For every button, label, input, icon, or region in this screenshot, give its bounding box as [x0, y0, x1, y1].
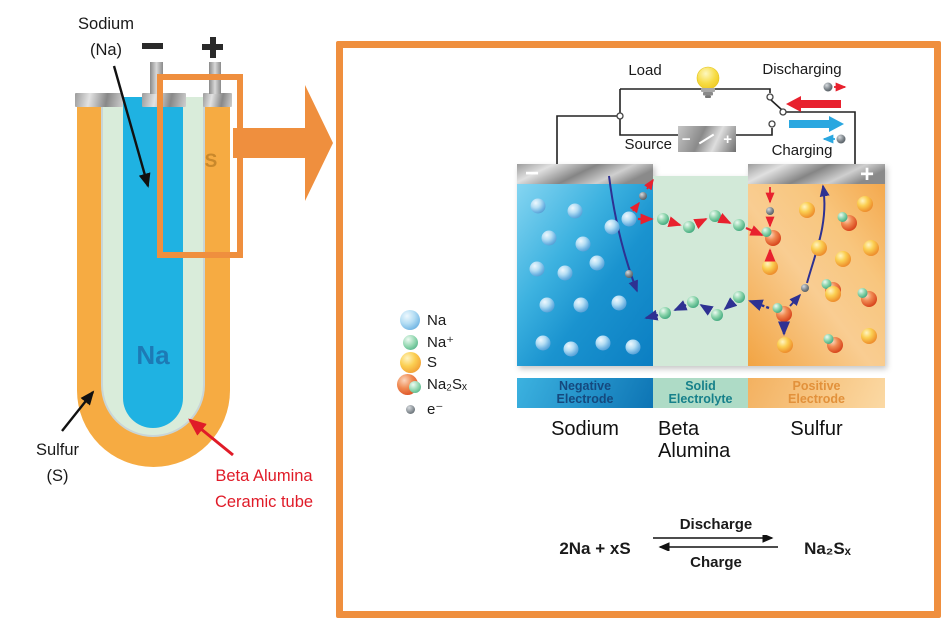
positive-electrode-cap: [748, 164, 885, 184]
charging-label: Charging: [771, 142, 833, 159]
negative-electrode-bar: Negative Electrode: [517, 378, 653, 408]
minus-terminal-icon: [142, 43, 163, 49]
sodium-callout-label: Sodium (Na): [78, 15, 134, 59]
na-ball-icon: [400, 310, 420, 330]
load-label: Load: [628, 62, 662, 79]
sulfur-callout-label: Sulfur (S): [35, 441, 80, 485]
tube-s-label: S: [204, 151, 218, 172]
tube-na-label: Na: [136, 340, 170, 370]
na-plus-ball-icon: [402, 334, 418, 350]
legend-item-s: S: [393, 351, 437, 373]
tube-cap-center: [142, 93, 186, 107]
equation-lhs: 2Na + xS: [559, 539, 631, 558]
solid-electrolyte-bar: Solid Electrolyte: [653, 378, 748, 408]
positive-electrode-bar: Positive Electrode: [748, 378, 885, 408]
battery-slash-icon: [699, 133, 715, 145]
positive-terminal-post: [209, 62, 221, 94]
cell-plus-sign: +: [860, 164, 874, 188]
legend-item-electron: e⁻: [393, 398, 443, 420]
electron-path-curves: [608, 175, 830, 293]
electron-ball-icon: [405, 404, 415, 414]
plus-terminal-icon-vbar: [210, 37, 216, 58]
cell-minus-sign: −: [525, 164, 539, 187]
s-ball-icon: [399, 351, 421, 373]
equation-arrows: Discharge Charge: [650, 516, 782, 578]
beta-alumina-callout-label: Beta Alumina Ceramic tube: [214, 467, 314, 511]
charge-label: Charge: [690, 554, 742, 571]
electrode-cell-diagram: − +: [517, 164, 885, 366]
sodium-section-label: Sodium: [551, 418, 619, 440]
negative-electrode-cap: [517, 164, 653, 184]
ion-flow-arrows: [629, 178, 802, 336]
detail-panel-frame: [336, 41, 941, 618]
tube-cap-left: [75, 93, 123, 107]
source-label: Source: [624, 136, 672, 153]
zoom-arrow-icon: [233, 85, 333, 201]
beta-alumina-section-label: Beta Alumina: [658, 418, 731, 462]
legend-item-na: Na: [393, 309, 446, 331]
source-battery: − +: [678, 126, 736, 152]
battery-minus-label: −: [681, 130, 691, 148]
legend-item-na2sx: Na₂Sₓ: [393, 373, 467, 395]
tube-cap-right: [203, 93, 232, 107]
tube-sodium-core: [123, 97, 183, 428]
particle-layer: [529, 192, 879, 357]
negative-terminal-post: [150, 62, 163, 94]
battery-plus-label: +: [723, 130, 733, 148]
sulfur-section-label: Sulfur: [790, 418, 843, 440]
discharge-label: Discharge: [679, 516, 753, 533]
equation-rhs: Na₂Sₓ: [804, 539, 851, 558]
legend-item-na-plus: Na⁺: [393, 331, 454, 353]
na2sx-cluster-icon: [397, 373, 423, 395]
discharging-label: Discharging: [762, 61, 842, 78]
equilibrium-arrows-icon: [653, 535, 778, 551]
